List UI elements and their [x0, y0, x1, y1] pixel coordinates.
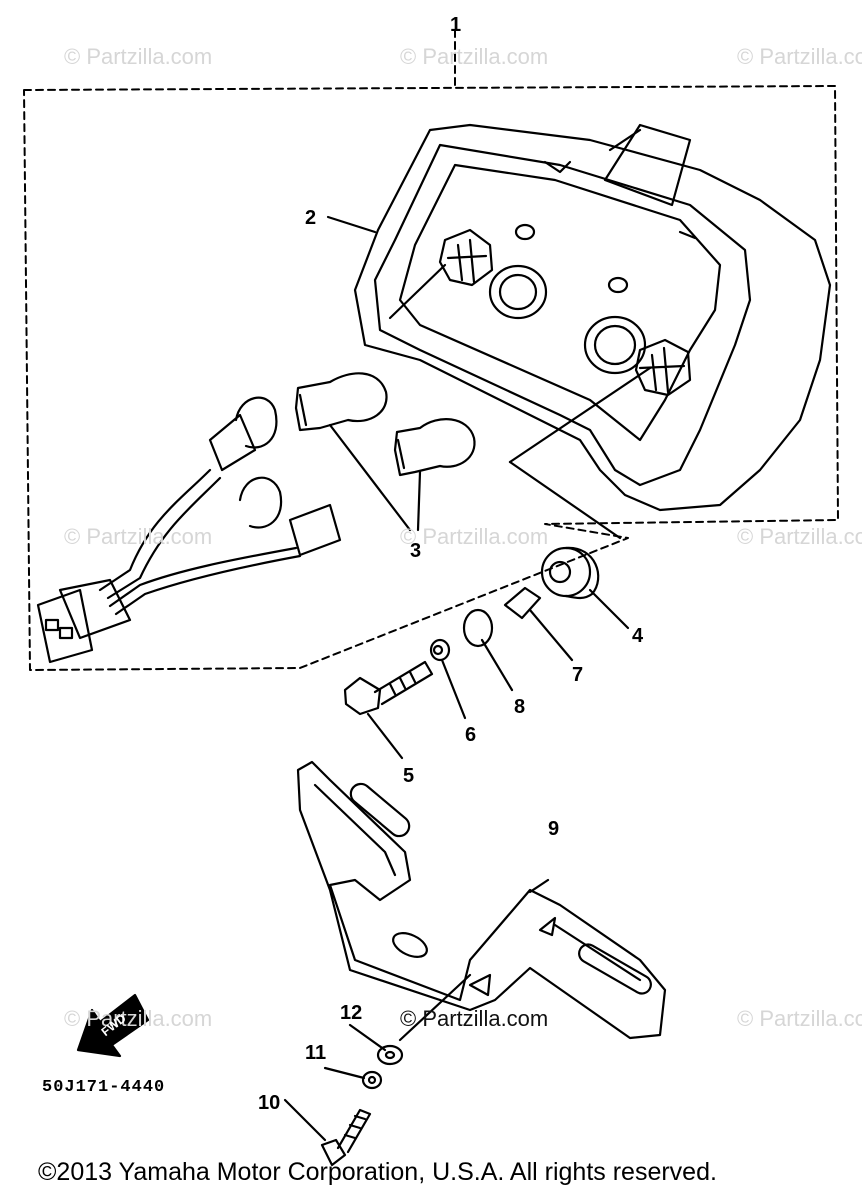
watermark: © Partzilla.com — [64, 1006, 213, 1031]
callout-3: 3 — [410, 540, 422, 562]
diagram-code: 50J171-4440 — [42, 1078, 166, 1097]
callout-9: 9 — [548, 818, 560, 840]
center-watermark: © Partzilla.com — [400, 1006, 549, 1031]
license-bracket — [296, 760, 667, 1042]
callout-1: 1 — [450, 14, 462, 36]
callout-11: 11 — [305, 1042, 327, 1064]
callout-5: 5 — [403, 765, 415, 787]
taillight-housing — [326, 123, 832, 540]
watermark: © Partzilla.com — [400, 524, 549, 549]
assembly-boundary — [23, 29, 839, 671]
copyright-footer: ©2013 Yamaha Motor Corporation, U.S.A. A… — [38, 1158, 717, 1186]
watermark: © Partzilla.com — [64, 524, 213, 549]
watermark: © Partzilla.com — [737, 44, 862, 69]
callout-8: 8 — [514, 696, 526, 718]
callout-6: 6 — [465, 724, 477, 746]
callout-12: 12 — [340, 1002, 363, 1024]
callout-4: 4 — [632, 625, 644, 647]
screw-washers — [283, 1023, 404, 1167]
callout-2: 2 — [305, 207, 317, 229]
callout-7: 7 — [572, 664, 584, 686]
watermark: © Partzilla.com — [737, 1006, 862, 1031]
watermark: © Partzilla.com — [400, 44, 549, 69]
watermark: © Partzilla.com — [737, 524, 862, 549]
small-parts — [343, 546, 630, 760]
callout-10: 10 — [258, 1092, 281, 1114]
bulbs — [294, 372, 476, 532]
wiring-harness — [36, 396, 342, 664]
fwd-arrow-icon — [76, 993, 150, 1058]
watermark: © Partzilla.com — [64, 44, 213, 69]
